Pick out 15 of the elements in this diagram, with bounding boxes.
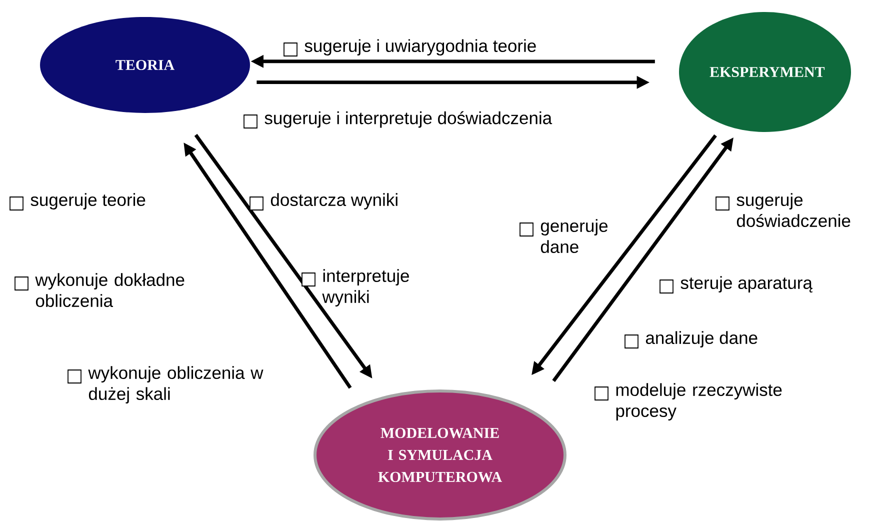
ellipse-node: MODELOWANIE I SYMULACJA KOMPUTEROWA [314,390,566,520]
bullet-label: dostarcza wyniki [250,193,398,210]
bullet-label: sugeruje teorie [10,193,146,210]
ellipse-node: EKSPERYMENT [679,12,851,132]
edge-label: sugeruje i uwiarygodnia teorie [284,39,536,56]
bullet-label: sugeruje doświadczenie [716,193,850,228]
bullet-label: modeluje rzeczywiste procesy [594,383,782,420]
bullet-label: interpretuje wyniki [302,269,409,306]
bullet-label: analizuje dane [624,331,758,348]
edge-label: sugeruje i interpretuje doświadczenia [244,111,552,128]
bullet-label: wykonuje dokładne obliczenia [14,273,184,308]
bullet-label: steruje aparaturą [660,276,812,294]
bullet-label: generuje dane [520,219,608,254]
bullet-label: wykonuje obliczenia w dużej skali [68,366,264,404]
ellipse-node: TEORIA [40,17,250,113]
